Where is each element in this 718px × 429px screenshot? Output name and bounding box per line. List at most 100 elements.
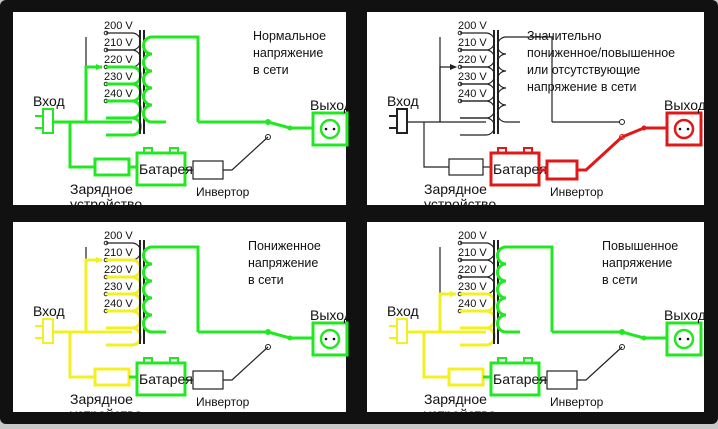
tap-label: 230 V xyxy=(104,71,133,83)
battery-terminal xyxy=(169,147,179,154)
battery-terminal xyxy=(497,147,507,154)
mode-caption: в сети xyxy=(248,273,284,287)
tap-label: 210 V xyxy=(458,37,487,49)
mode-caption: напряжение xyxy=(602,256,672,270)
output-label: Выход xyxy=(664,307,706,323)
charger-label-line1: Зарядное xyxy=(70,391,133,407)
tap-label: 240 V xyxy=(458,88,487,100)
selector-arrow-icon xyxy=(96,64,103,70)
battery-terminal xyxy=(143,357,153,364)
secondary-winding xyxy=(142,245,200,334)
mode-caption: напряжение в сети xyxy=(527,80,636,94)
secondary-winding xyxy=(496,36,553,123)
panel-background xyxy=(13,222,346,412)
socket-hole xyxy=(678,337,682,341)
tap-label: 220 V xyxy=(458,264,487,276)
tap-label: 240 V xyxy=(458,298,487,310)
mode-caption: напряжение xyxy=(253,46,323,60)
tap-label: 230 V xyxy=(458,71,487,83)
mode-caption: Пониженное xyxy=(248,239,321,253)
tap-label: 210 V xyxy=(458,247,487,259)
battery-terminal xyxy=(497,357,507,364)
charger-feed-line xyxy=(423,122,449,168)
inverter-label: Инвертор xyxy=(196,395,250,409)
battery-icon xyxy=(135,361,187,397)
charger-label-line2: устройство xyxy=(70,196,142,212)
tap-label: 210 V xyxy=(104,37,133,49)
socket-hole xyxy=(332,337,336,341)
socket-hole xyxy=(332,127,336,131)
battery-terminal xyxy=(169,357,179,364)
battery-label: Батарея xyxy=(493,371,547,387)
panel-background xyxy=(367,222,704,412)
tap-label: 220 V xyxy=(104,264,133,276)
socket-face xyxy=(673,328,695,350)
inverter-output-line xyxy=(577,135,624,172)
battery-label: Батарея xyxy=(139,371,193,387)
socket-hole xyxy=(678,127,682,131)
tap-label: 220 V xyxy=(458,54,487,66)
transfer-switch-lever xyxy=(621,126,645,139)
output-socket-icon xyxy=(665,321,703,357)
inverter-output-line xyxy=(577,346,623,381)
tap-label: 200 V xyxy=(104,230,133,242)
battery-icon xyxy=(489,361,541,397)
battery-terminal xyxy=(523,357,533,364)
battery-terminal xyxy=(143,147,153,154)
mode-caption: или отсутствующие xyxy=(527,63,640,77)
input-label: Вход xyxy=(387,303,419,319)
inverter-label: Инвертор xyxy=(550,395,604,409)
charger-label-line1: Зарядное xyxy=(70,181,133,197)
charger-feed-line xyxy=(68,122,95,169)
output-socket-icon xyxy=(665,111,703,147)
input-label: Вход xyxy=(33,93,65,109)
charger-feed-line xyxy=(68,332,95,379)
socket-hole xyxy=(324,337,328,341)
panel-raised: Вход 200 V 210 V 220 V 230 V 240 V ВыходЗарядн… xyxy=(367,222,706,422)
socket-face xyxy=(319,118,341,140)
socket-hole xyxy=(686,127,690,131)
tap-label: 200 V xyxy=(458,20,487,32)
tap-label: 230 V xyxy=(458,281,487,293)
output-label: Выход xyxy=(664,97,706,113)
panel-fault: Вход 200 V 210 V 220 V 230 V 240 V ВыходЗарядн… xyxy=(367,12,706,212)
charger-label-line2: устройство xyxy=(424,406,496,422)
charger-label-line1: Зарядное xyxy=(424,391,487,407)
mode-caption: Нормальное xyxy=(253,29,326,43)
inverter-output-line xyxy=(223,346,269,381)
output-label: Выход xyxy=(310,307,352,323)
charger-label-line1: Зарядное xyxy=(424,181,487,197)
transfer-switch-lever xyxy=(267,120,291,130)
mode-caption: в сети xyxy=(253,63,289,77)
panel-background xyxy=(367,12,704,205)
secondary-winding xyxy=(142,35,200,124)
tap-label: 240 V xyxy=(104,88,133,100)
tap-label: 200 V xyxy=(458,230,487,242)
output-label: Выход xyxy=(310,97,352,113)
tap-label: 220 V xyxy=(104,54,133,66)
socket-hole xyxy=(686,337,690,341)
mode-caption: Повышенное xyxy=(602,239,678,253)
transfer-switch-lever xyxy=(621,330,645,340)
inverter-label: Инвертор xyxy=(196,185,250,199)
mode-caption: пониженное/повышенное xyxy=(527,46,675,60)
mode-caption: в сети xyxy=(602,273,638,287)
transfer-switch-lever xyxy=(267,330,291,340)
inverter-output-line xyxy=(223,136,269,171)
battery-terminal xyxy=(523,147,533,154)
tap-label: 210 V xyxy=(104,247,133,259)
secondary-winding xyxy=(496,245,554,334)
selector-arrow-icon xyxy=(450,291,457,297)
switch-contact-transformer xyxy=(619,119,625,125)
output-socket-icon xyxy=(311,321,349,357)
battery-label: Батарея xyxy=(139,161,193,177)
input-label: Вход xyxy=(387,93,419,109)
input-label: Вход xyxy=(33,303,65,319)
battery-icon xyxy=(135,151,187,187)
battery-label: Батарея xyxy=(493,161,547,177)
input-plug-icon xyxy=(396,108,408,134)
